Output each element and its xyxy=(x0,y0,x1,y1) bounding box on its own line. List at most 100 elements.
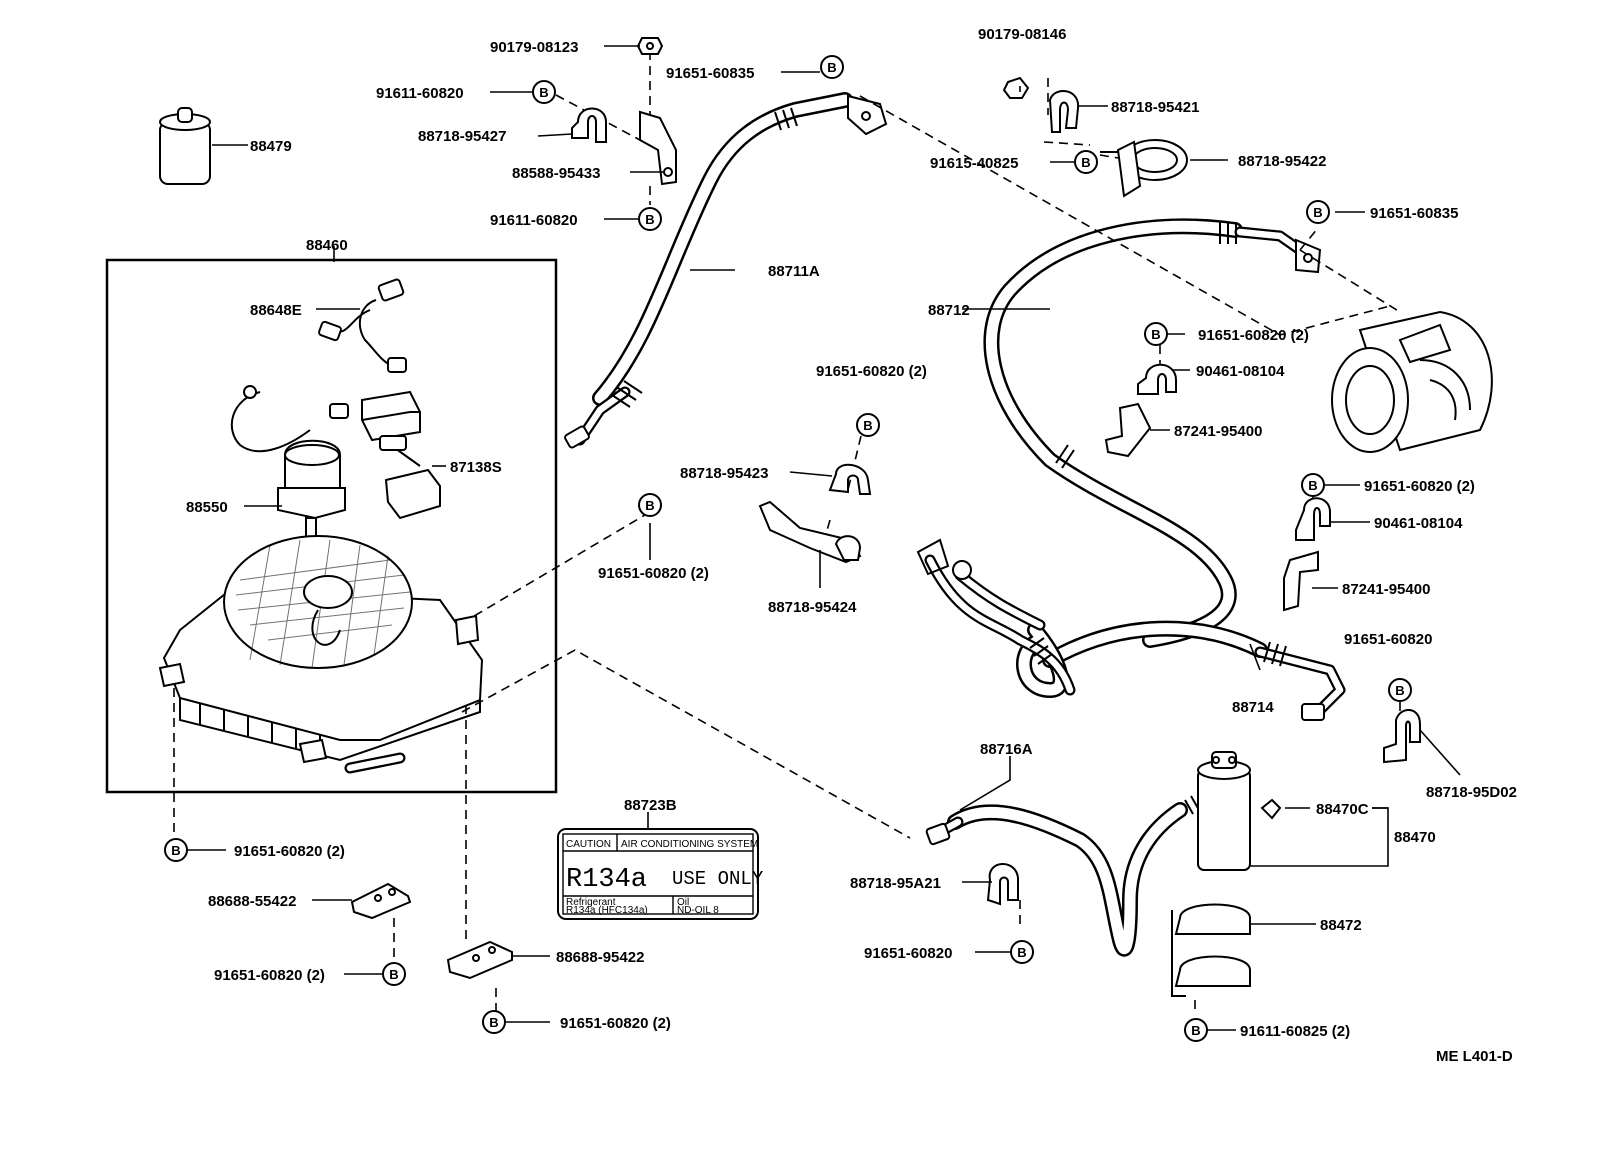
discharge-pipes xyxy=(916,538,1076,696)
bolt-symbol: B xyxy=(1184,1018,1208,1042)
label-91611-60820-a: 91611-60820 xyxy=(376,85,464,102)
label-87138s: 87138S xyxy=(450,459,502,476)
label-88718-95a21: 88718-95A21 xyxy=(850,875,941,892)
leader-lines xyxy=(178,45,1461,1031)
part-clamp-90461-08104-b xyxy=(1295,497,1331,541)
label-91651-60820-2-c: 91651-60820 (2) xyxy=(598,565,709,582)
part-clamp-88718-95a21 xyxy=(986,863,1019,906)
bolt-symbol: B xyxy=(382,962,406,986)
condenser-assembly-88460 xyxy=(105,258,558,794)
svg-text:B: B xyxy=(1191,1023,1200,1038)
sticker-refrigerant-label: Refrigerant xyxy=(566,897,616,908)
part-bracket-88472 xyxy=(1171,903,1251,997)
bolt-symbol: B xyxy=(856,413,880,437)
bolt-symbol: B xyxy=(532,80,556,104)
label-88718-95424: 88718-95424 xyxy=(768,599,857,616)
part-nut-90179-08146 xyxy=(1002,76,1030,99)
label-90179-08123: 90179-08123 xyxy=(490,39,578,56)
label-91611-60825-2: 91611-60825 (2) xyxy=(1240,1023,1350,1040)
part-labels: 90179-08123 91611-60820 88718-95427 8858… xyxy=(186,26,1517,1065)
part-bracket-88718-95424 xyxy=(758,500,862,564)
bolt-symbol: B xyxy=(638,207,662,231)
svg-text:B: B xyxy=(489,1015,498,1030)
label-88460: 88460 xyxy=(306,237,348,254)
svg-text:B: B xyxy=(1313,205,1322,220)
hose-88711a xyxy=(564,92,888,449)
part-bracket-87241-95400-a xyxy=(1104,402,1152,458)
label-88479: 88479 xyxy=(250,138,292,155)
label-88470c: 88470C xyxy=(1316,801,1369,818)
label-91651-60820-2-a: 91651-60820 (2) xyxy=(1198,327,1309,344)
label-88714: 88714 xyxy=(1232,699,1274,716)
sticker-caution: CAUTION xyxy=(566,839,611,850)
label-91651-60820-2-b: 91651-60820 (2) xyxy=(1364,478,1475,495)
bolt-symbol: B xyxy=(820,55,844,79)
label-91651-60820-2-d: 91651-60820 (2) xyxy=(816,363,927,380)
svg-text:B: B xyxy=(171,843,180,858)
bolt-symbol: B xyxy=(1301,473,1325,497)
label-90461-08104-b: 90461-08104 xyxy=(1374,515,1463,532)
label-91611-60820-b: 91611-60820 xyxy=(490,212,578,229)
svg-text:B: B xyxy=(827,60,836,75)
part-plate-88688-55422 xyxy=(350,882,412,920)
part-88479-canister xyxy=(159,107,211,185)
label-87241-95400-b: 87241-95400 xyxy=(1342,581,1430,598)
label-91651-60835-a: 91651-60835 xyxy=(666,65,754,82)
label-88588-95433: 88588-95433 xyxy=(512,165,600,182)
svg-text:B: B xyxy=(1395,683,1404,698)
bolt-symbol: B xyxy=(1010,940,1034,964)
label-88688-95422: 88688-95422 xyxy=(556,949,644,966)
sticker-system: AIR CONDITIONING SYSTEM xyxy=(621,839,758,850)
label-88718-95421: 88718-95421 xyxy=(1111,99,1199,116)
sticker-oil-label: Oil xyxy=(677,897,689,908)
label-91651-60820-c: 91651-60820 xyxy=(1344,631,1432,648)
part-clamp-88718-95427 xyxy=(571,107,607,143)
caution-sticker-88723b: CAUTION AIR CONDITIONING SYSTEM R134a US… xyxy=(557,828,764,920)
label-88711a: 88711A xyxy=(768,263,820,280)
label-88718-95422: 88718-95422 xyxy=(1238,153,1326,170)
svg-text:B: B xyxy=(1308,478,1317,493)
label-90179-08146: 90179-08146 xyxy=(978,26,1066,43)
part-clamp-90461-08104-a xyxy=(1137,363,1177,395)
label-88550: 88550 xyxy=(186,499,228,516)
label-88472: 88472 xyxy=(1320,917,1362,934)
bolt-symbols: B B B B B B B B B B B B B B B xyxy=(164,55,1412,1042)
label-88688-55422: 88688-55422 xyxy=(208,893,296,910)
bolt-symbol: B xyxy=(1074,150,1098,174)
part-clamp-88718-95d02 xyxy=(1383,709,1421,764)
label-91651-60820-2-g: 91651-60820 (2) xyxy=(560,1015,671,1032)
part-plate-88688-95422 xyxy=(446,940,513,980)
label-91651-60820-2-f: 91651-60820 (2) xyxy=(214,967,325,984)
bolt-symbol: B xyxy=(1388,678,1412,702)
sticker-refrigerant-type: R134a (HFC134a) xyxy=(566,905,648,916)
sticker-use-only: USE ONLY xyxy=(672,868,764,890)
figure-code: ME L401-D xyxy=(1436,1048,1513,1065)
svg-text:B: B xyxy=(863,418,872,433)
bolt-symbol: B xyxy=(1144,322,1168,346)
bolt-symbol: B xyxy=(638,493,662,517)
part-compressor xyxy=(1331,310,1493,453)
label-88718-95d02: 88718-95D02 xyxy=(1426,784,1517,801)
label-91651-60820-d: 91651-60820 xyxy=(864,945,952,962)
label-90461-08104-a: 90461-08104 xyxy=(1196,363,1285,380)
label-88718-95427: 88718-95427 xyxy=(418,128,506,145)
label-88718-95423: 88718-95423 xyxy=(680,465,768,482)
bolt-symbol: B xyxy=(1306,200,1330,224)
svg-text:B: B xyxy=(645,498,654,513)
label-88716a: 88716A xyxy=(980,741,1033,758)
bolt-symbol: B xyxy=(482,1010,506,1034)
hose-88716a xyxy=(925,795,1200,957)
part-clamp-88718-95422 xyxy=(1100,139,1188,198)
sticker-oil-type: ND-OIL 8 xyxy=(677,905,719,916)
svg-text:B: B xyxy=(1151,327,1160,342)
label-91615-40825: 91615-40825 xyxy=(930,155,1018,172)
part-clamp-88718-95423 xyxy=(828,464,872,495)
label-88648e: 88648E xyxy=(250,302,302,319)
label-88470: 88470 xyxy=(1394,829,1436,846)
svg-text:B: B xyxy=(1081,155,1090,170)
svg-text:B: B xyxy=(389,967,398,982)
part-nut-90179-08123 xyxy=(636,37,664,55)
hose-88714 xyxy=(1016,620,1346,721)
hose-88712 xyxy=(983,218,1322,648)
